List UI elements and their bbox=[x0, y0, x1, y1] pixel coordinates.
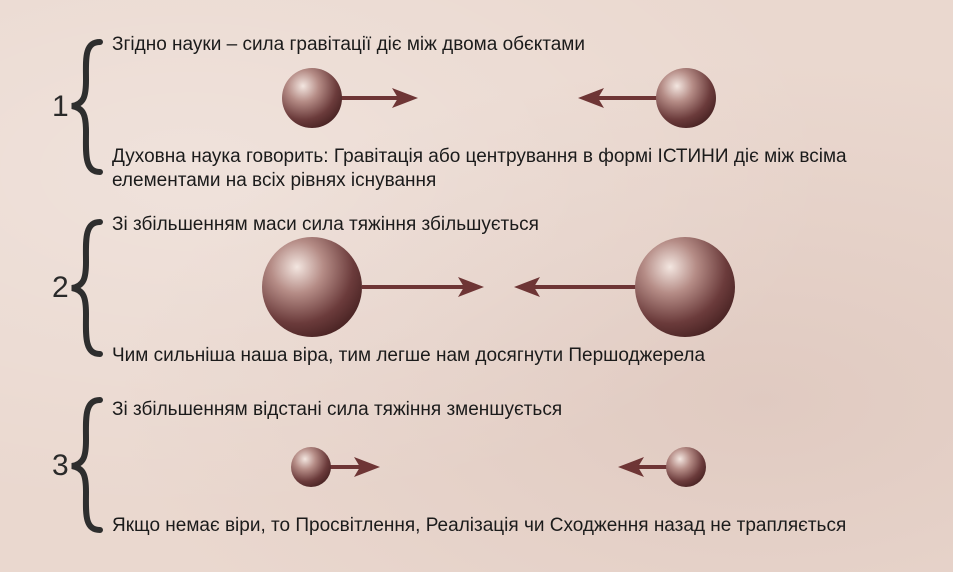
sphere-right-2 bbox=[635, 237, 735, 337]
section-2-bottom-text: Чим сильніша наша віра, тим легше нам до… bbox=[112, 345, 706, 366]
section-1-bottom-text: Духовна наука говорить: Гравітація або ц… bbox=[112, 146, 847, 191]
sphere-right-3 bbox=[666, 447, 706, 487]
section-1-graphic bbox=[282, 68, 716, 128]
sphere-left-1 bbox=[282, 68, 342, 128]
sphere-left-3 bbox=[291, 447, 331, 487]
brace-1 bbox=[71, 39, 103, 175]
section-1-top-text: Згідно науки – сила гравітації діє між д… bbox=[112, 34, 585, 55]
section-2-number: 2 bbox=[52, 271, 69, 304]
brace-2 bbox=[71, 219, 103, 357]
sphere-right-1 bbox=[656, 68, 716, 128]
section-2-top-text: Зі збільшенням маси сила тяжіння збільшу… bbox=[112, 214, 539, 235]
section-2-graphic bbox=[262, 237, 735, 337]
sphere-left-2 bbox=[262, 237, 362, 337]
brace-3 bbox=[71, 397, 103, 533]
section-3-number: 3 bbox=[52, 449, 69, 482]
section-3-bottom-text: Якщо немає віри, то Просвітлення, Реаліз… bbox=[112, 515, 847, 536]
section-3-graphic bbox=[291, 447, 706, 487]
section-3-top-text: Зі збільшенням відстані сила тяжіння зме… bbox=[112, 399, 563, 420]
section-1-number: 1 bbox=[52, 90, 69, 123]
